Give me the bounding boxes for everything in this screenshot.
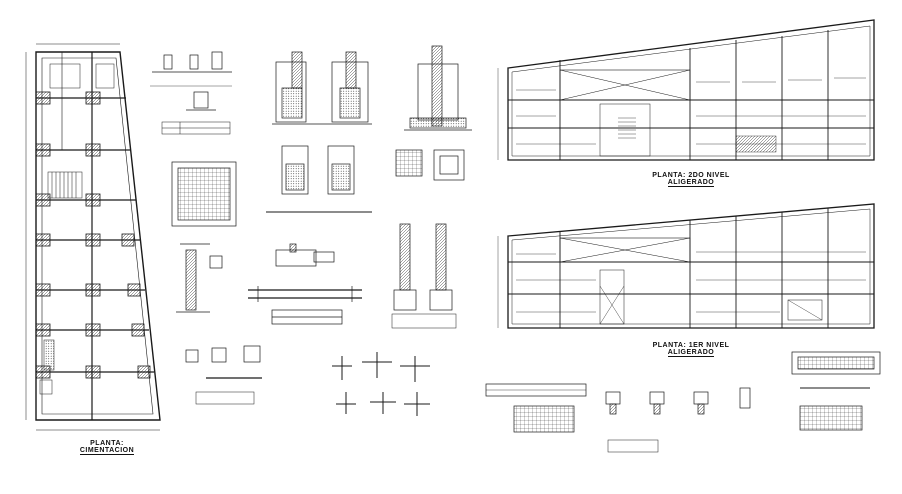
second-level-plan [497, 19, 875, 161]
column-section [176, 243, 223, 313]
first-level-title-line1: PLANTA: 1ER NIVEL [652, 342, 730, 349]
wall-footing-sections [272, 51, 372, 125]
second-level-subtitle: ALIGERADO [667, 179, 715, 186]
small-sections-top [150, 51, 232, 87]
footings [35, 91, 151, 379]
foundation-plan-title-line1: PLANTA: [90, 440, 124, 447]
foundation-plan-title-line2: CIMENTACION [79, 447, 135, 455]
tall-column-detail [404, 45, 472, 131]
first-level-plan-title: PLANTA: 1ER NIVEL ALIGERADO [636, 342, 746, 357]
section-details [150, 45, 472, 416]
foundation-plan-subtitle: CIMENTACION [79, 447, 135, 454]
first-level-title-line2: ALIGERADO [667, 349, 715, 357]
foundation-plan-title: PLANTA: CIMENTACION [62, 440, 152, 455]
foundation-plan [25, 43, 161, 431]
second-level-title-line1: PLANTA: 2DO NIVEL [652, 172, 730, 179]
stairs [47, 171, 83, 199]
beam-column-joints [332, 352, 430, 416]
bottom-right-details [485, 351, 881, 453]
second-level-plan-title: PLANTA: 2DO NIVEL ALIGERADO [636, 172, 746, 187]
rebar-table [161, 121, 231, 135]
beam-elevations [248, 243, 362, 325]
second-level-title-line2: ALIGERADO [667, 179, 715, 187]
column-elevations [391, 223, 457, 329]
first-level-plan [497, 203, 875, 329]
wall-footing-sections-lower [266, 145, 372, 213]
first-level-subtitle: ALIGERADO [667, 349, 715, 356]
